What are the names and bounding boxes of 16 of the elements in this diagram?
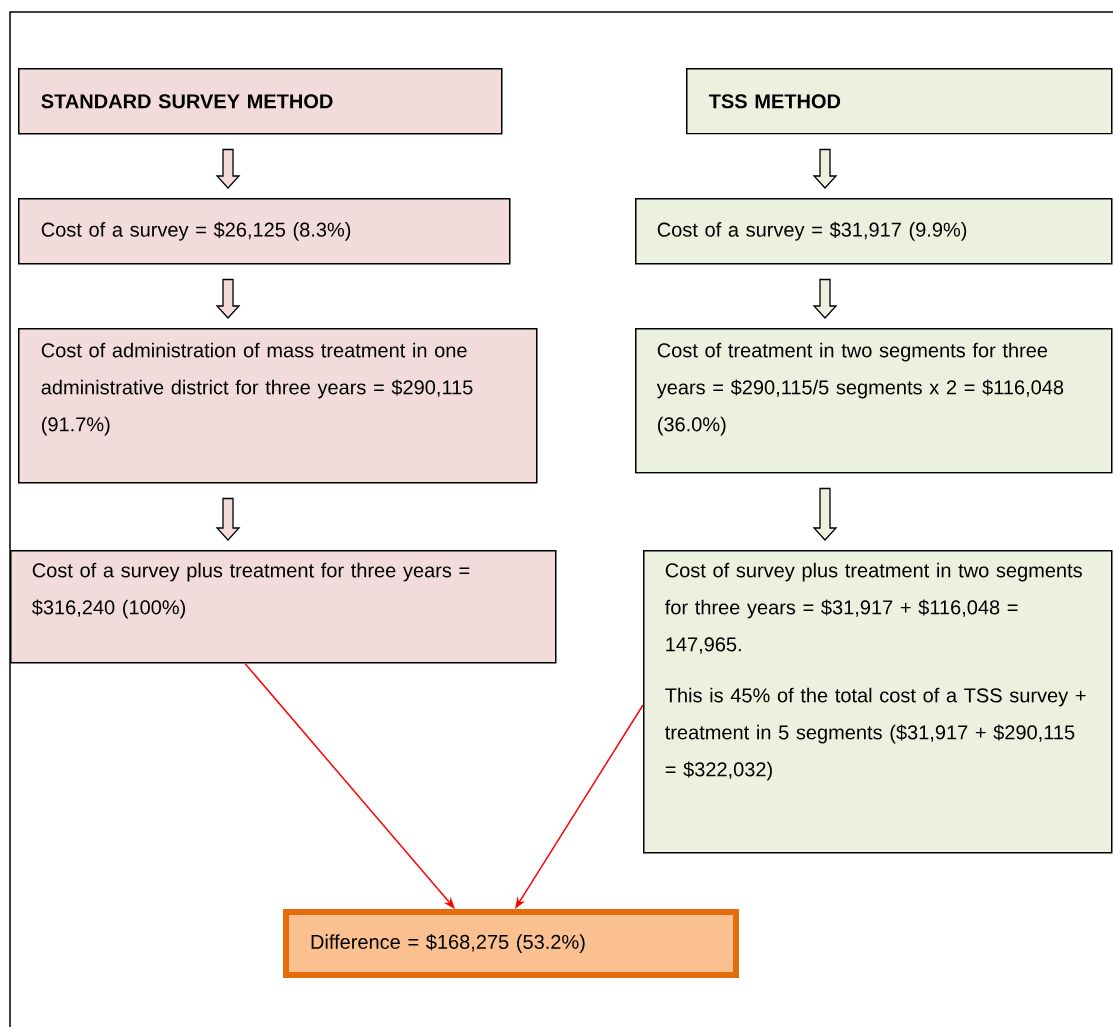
arrow [244,662,455,909]
cost-box: Cost of administration of mass treatment in one administrative district for three years = $290,115 (91.7%) [18,328,538,484]
cost-box: Cost of treatment in two segments for three years = $290,115/5 segments x 2 = $116,048 (36.0%) [635,328,1113,474]
cost-box: Cost of a survey = $26,125 (8.3%) [18,198,511,265]
heading-box: TSS METHOD [686,68,1113,135]
block-arrow [215,278,241,319]
block-arrow [215,148,241,189]
block-arrow [215,497,241,541]
block-arrow [812,278,838,319]
result-box: Difference = $168,275 (53.2%) [283,909,739,978]
cost-box: Cost of a survey plus treatment for three years = $316,240 (100%) [10,550,557,664]
block-arrow [812,487,838,541]
cost-box: Cost of a survey = $31,917 (9.9%) [635,198,1113,265]
heading-box: STANDARD SURVEY METHOD [18,68,503,135]
cost-box: Cost of survey plus treatment in two segments for three years = $31,917 + $116,048 = 147,965. This is 45% of the total cost of a TSS survey + treatment in 5 segments ($31,917 + $290,115 = $322,032) [643,550,1113,854]
block-arrow [812,148,838,189]
